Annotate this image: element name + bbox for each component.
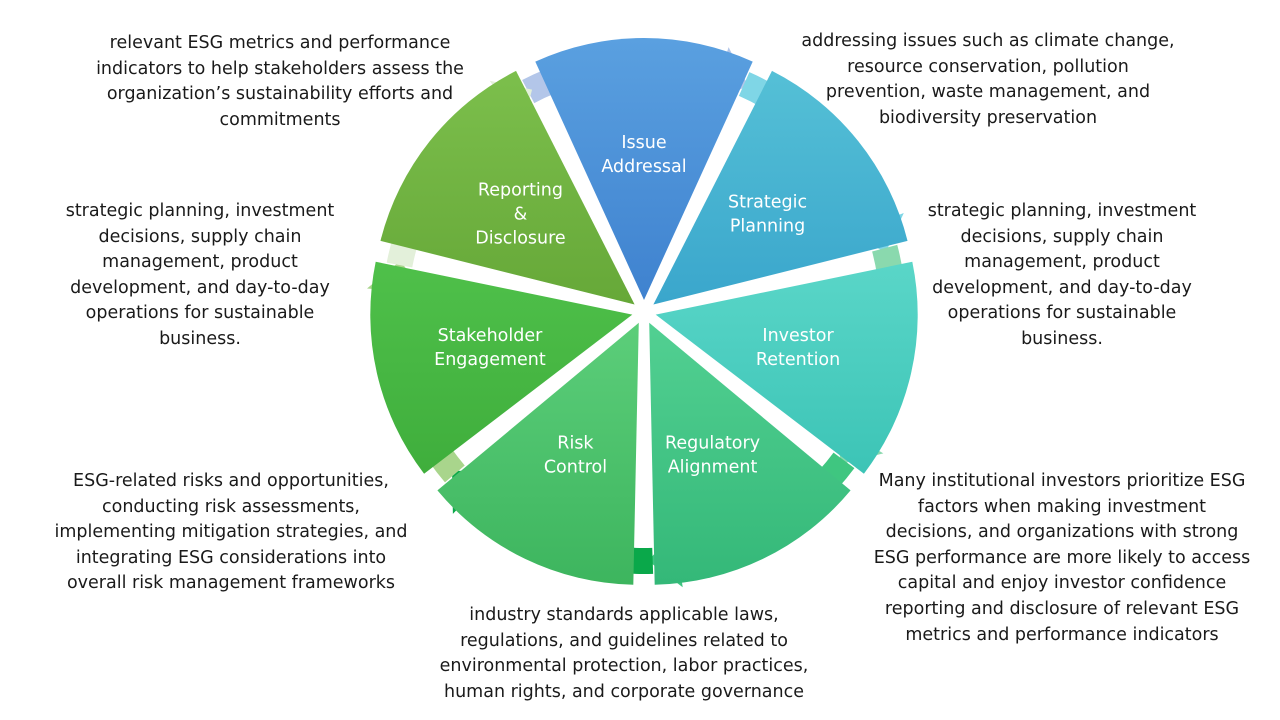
- segment-label-line: Stakeholder: [438, 326, 544, 346]
- description-line: conducting risk assessments,: [101, 496, 360, 517]
- segment-label-line: Control: [544, 457, 607, 477]
- segment-label-line: Strategic: [728, 192, 807, 212]
- segment-label-line: &: [514, 204, 528, 224]
- segment-label-line: Reporting: [478, 180, 563, 200]
- description-line: reporting and disclosure of relevant ESG: [884, 598, 1240, 619]
- description-line: decisions, supply chain: [98, 226, 302, 247]
- description-line: organization’s sustainability efforts an…: [106, 84, 454, 105]
- description-line: strategic planning, investment: [927, 201, 1197, 221]
- description-line: development, and day-to-day: [932, 277, 1192, 298]
- description-line: relevant ESG metrics and performance: [109, 33, 451, 53]
- description-line: biodiversity preservation: [878, 107, 1098, 128]
- segment-label-line: Investor: [762, 326, 834, 346]
- segment-label-line: Issue: [621, 133, 666, 153]
- segment-label-reporting: Reporting & Disclosure: [475, 180, 565, 248]
- description-line: management, product: [964, 252, 1160, 273]
- wedge-reporting: [380, 70, 635, 305]
- description-line: regulations, and guidelines related to: [460, 630, 788, 651]
- segment-label-line: Disclosure: [475, 228, 565, 248]
- description-line: commitments: [219, 109, 341, 130]
- description-line: development, and day-to-day: [70, 277, 330, 298]
- description-line: ESG performance are more likely to acces…: [873, 547, 1251, 568]
- segment-label-line: Regulatory: [665, 433, 760, 453]
- description-line: decisions, supply chain: [960, 226, 1164, 247]
- description-line: industry standards applicable laws,: [469, 605, 779, 625]
- description-line: ESG-related risks and opportunities,: [73, 471, 389, 491]
- description-line: business.: [159, 328, 241, 349]
- description-line: operations for sustainable: [85, 303, 315, 324]
- description-line: environmental protection, labor practice…: [439, 656, 809, 677]
- cycle-wedges: [370, 38, 918, 585]
- description-reporting-disclosure: relevant ESG metrics and performance indi…: [74, 31, 486, 133]
- segment-label-line: Addressal: [601, 157, 686, 177]
- description-investor-retention: Many institutional investors prioritize …: [856, 469, 1268, 648]
- description-line: overall risk management frameworks: [66, 573, 396, 594]
- description-line: metrics and performance indicators: [905, 624, 1219, 645]
- description-line: management, product: [102, 252, 298, 273]
- wedge-regulatory: [649, 322, 851, 585]
- description-line: business.: [1021, 328, 1103, 349]
- description-line: Many institutional investors prioritize …: [878, 471, 1246, 491]
- segment-label-line: Alignment: [668, 457, 758, 477]
- wedge-investor: [655, 261, 918, 474]
- description-strategic-planning: strategic planning, investment decisions,…: [910, 199, 1214, 353]
- description-line: addressing issues such as climate change…: [801, 31, 1175, 51]
- description-issue-addressal: addressing issues such as climate change…: [780, 29, 1196, 131]
- description-line: prevention, waste management, and: [825, 82, 1151, 103]
- wedge-risk: [437, 322, 639, 585]
- description-line: resource conservation, pollution: [847, 56, 1129, 77]
- wedge-strategic: [653, 70, 908, 305]
- wedge-stakeholder: [370, 261, 633, 474]
- description-line: factors when making investment: [917, 496, 1207, 517]
- description-risk-control: ESG-related risks and opportunities, cond…: [32, 469, 430, 597]
- description-line: implementing mitigation strategies, and: [54, 522, 408, 543]
- description-line: operations for sustainable: [947, 303, 1177, 324]
- segment-label-line: Risk: [557, 433, 594, 453]
- description-line: human rights, and corporate governance: [443, 681, 805, 702]
- segment-label-line: Planning: [730, 216, 805, 236]
- segment-label-line: Retention: [756, 350, 840, 370]
- description-line: indicators to help stakeholders assess t…: [96, 58, 464, 79]
- description-line: strategic planning, investment: [65, 201, 335, 221]
- description-line: integrating ESG considerations into: [75, 547, 387, 568]
- segment-label-line: Engagement: [434, 350, 546, 370]
- wedge-issue: [535, 38, 753, 301]
- description-regulatory-alignment: industry standards applicable laws, regul…: [418, 603, 830, 705]
- description-stakeholder-engagement: strategic planning, investment decisions,…: [48, 199, 352, 353]
- description-line: decisions, and organizations with strong: [885, 522, 1239, 543]
- description-line: capital and enjoy investor confidence: [897, 573, 1227, 594]
